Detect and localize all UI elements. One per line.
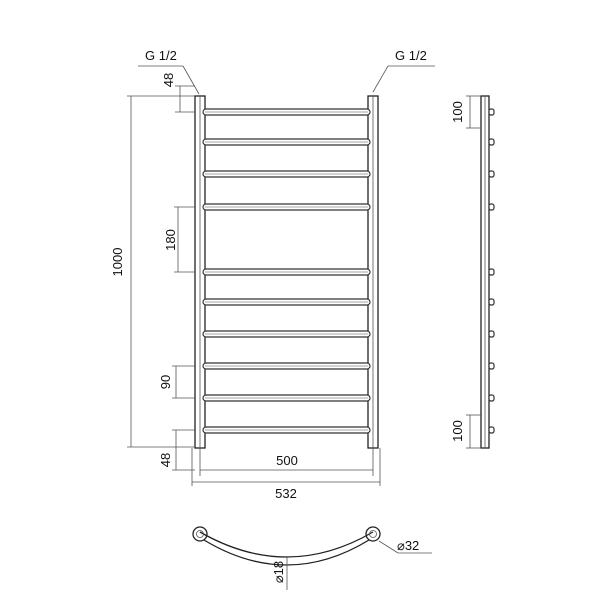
thread-left-label: G 1/2 xyxy=(145,48,177,63)
side-rung-end-4 xyxy=(488,203,495,211)
overall-width-label: 532 xyxy=(275,486,297,501)
side-rung-end-10 xyxy=(488,426,495,434)
offset-bottom-label: 48 xyxy=(158,453,173,467)
axis-width-label: 500 xyxy=(276,453,298,468)
side-rung-end-8 xyxy=(488,362,495,370)
top-left-pipe xyxy=(192,526,208,542)
top-view: ⌀32 ⌀18 xyxy=(192,526,432,590)
side-rung-end-7 xyxy=(488,330,495,338)
side-rung-end-6 xyxy=(488,298,495,306)
side-rung-end-3 xyxy=(488,170,495,178)
rung-diameter-label: ⌀18 xyxy=(271,561,286,583)
top-right-pipe xyxy=(365,526,381,542)
side-bottom-spacing-label: 100 xyxy=(450,420,465,442)
side-rung-end-2 xyxy=(488,138,495,146)
spacing-small-label: 90 xyxy=(158,375,173,389)
thread-right-label: G 1/2 xyxy=(395,48,427,63)
offset-top-label: 48 xyxy=(161,73,176,87)
side-rung-end-1 xyxy=(488,108,495,116)
side-view: 100 100 xyxy=(450,95,495,449)
rungs-group xyxy=(202,108,371,434)
side-rung-ends xyxy=(488,108,495,434)
top-rung-outer xyxy=(199,531,374,558)
top-rung-inner xyxy=(203,539,370,566)
spacing-large-label: 180 xyxy=(163,229,178,251)
side-rung-end-5 xyxy=(488,268,495,276)
height-total-label: 1000 xyxy=(110,248,125,277)
front-view: G 1/2 G 1/2 1000 48 180 90 48 xyxy=(110,48,435,501)
side-top-spacing-label: 100 xyxy=(450,101,465,123)
side-rung-end-9 xyxy=(488,394,495,402)
pipe-diameter-label: ⌀32 xyxy=(397,538,419,553)
